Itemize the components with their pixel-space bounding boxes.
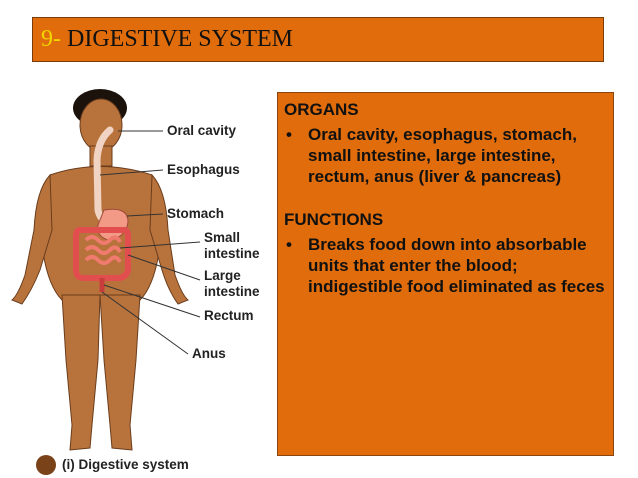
label-small-intestine-line2: intestine bbox=[204, 246, 260, 261]
label-large-intestine-line2: intestine bbox=[204, 284, 260, 299]
label-lines bbox=[99, 130, 201, 355]
info-panel: ORGANS Oral cavity, esophagus, stomach, … bbox=[277, 92, 614, 456]
slide-title-text: DIGESTIVE SYSTEM bbox=[67, 26, 293, 52]
functions-list: Breaks food down into absorbable units t… bbox=[284, 234, 605, 297]
label-anus: Anus bbox=[192, 346, 226, 361]
digestive-system-diagram: Oral cavity Esophagus Stomach Small inte… bbox=[11, 89, 260, 451]
label-stomach: Stomach bbox=[167, 206, 224, 221]
slide-number: 9- bbox=[41, 26, 61, 52]
label-small-intestine-line1: Small bbox=[204, 230, 240, 245]
caption-bullet-icon bbox=[36, 455, 56, 475]
organs-list: Oral cavity, esophagus, stomach, small i… bbox=[284, 124, 605, 187]
label-rectum: Rectum bbox=[204, 308, 254, 323]
organs-bullet: Oral cavity, esophagus, stomach, small i… bbox=[286, 124, 605, 187]
label-esophagus: Esophagus bbox=[167, 162, 240, 177]
functions-bullet: Breaks food down into absorbable units t… bbox=[286, 234, 605, 297]
large-intestine-shape bbox=[73, 227, 131, 281]
slide-title: 9- DIGESTIVE SYSTEM bbox=[32, 17, 604, 62]
label-large-intestine-line1: Large bbox=[204, 268, 241, 283]
functions-heading: FUNCTIONS bbox=[284, 210, 384, 229]
diagram-caption: (i) Digestive system bbox=[62, 457, 189, 472]
organs-heading: ORGANS bbox=[284, 100, 359, 119]
small-intestine-shape bbox=[84, 235, 122, 265]
label-oral-cavity: Oral cavity bbox=[167, 123, 237, 138]
